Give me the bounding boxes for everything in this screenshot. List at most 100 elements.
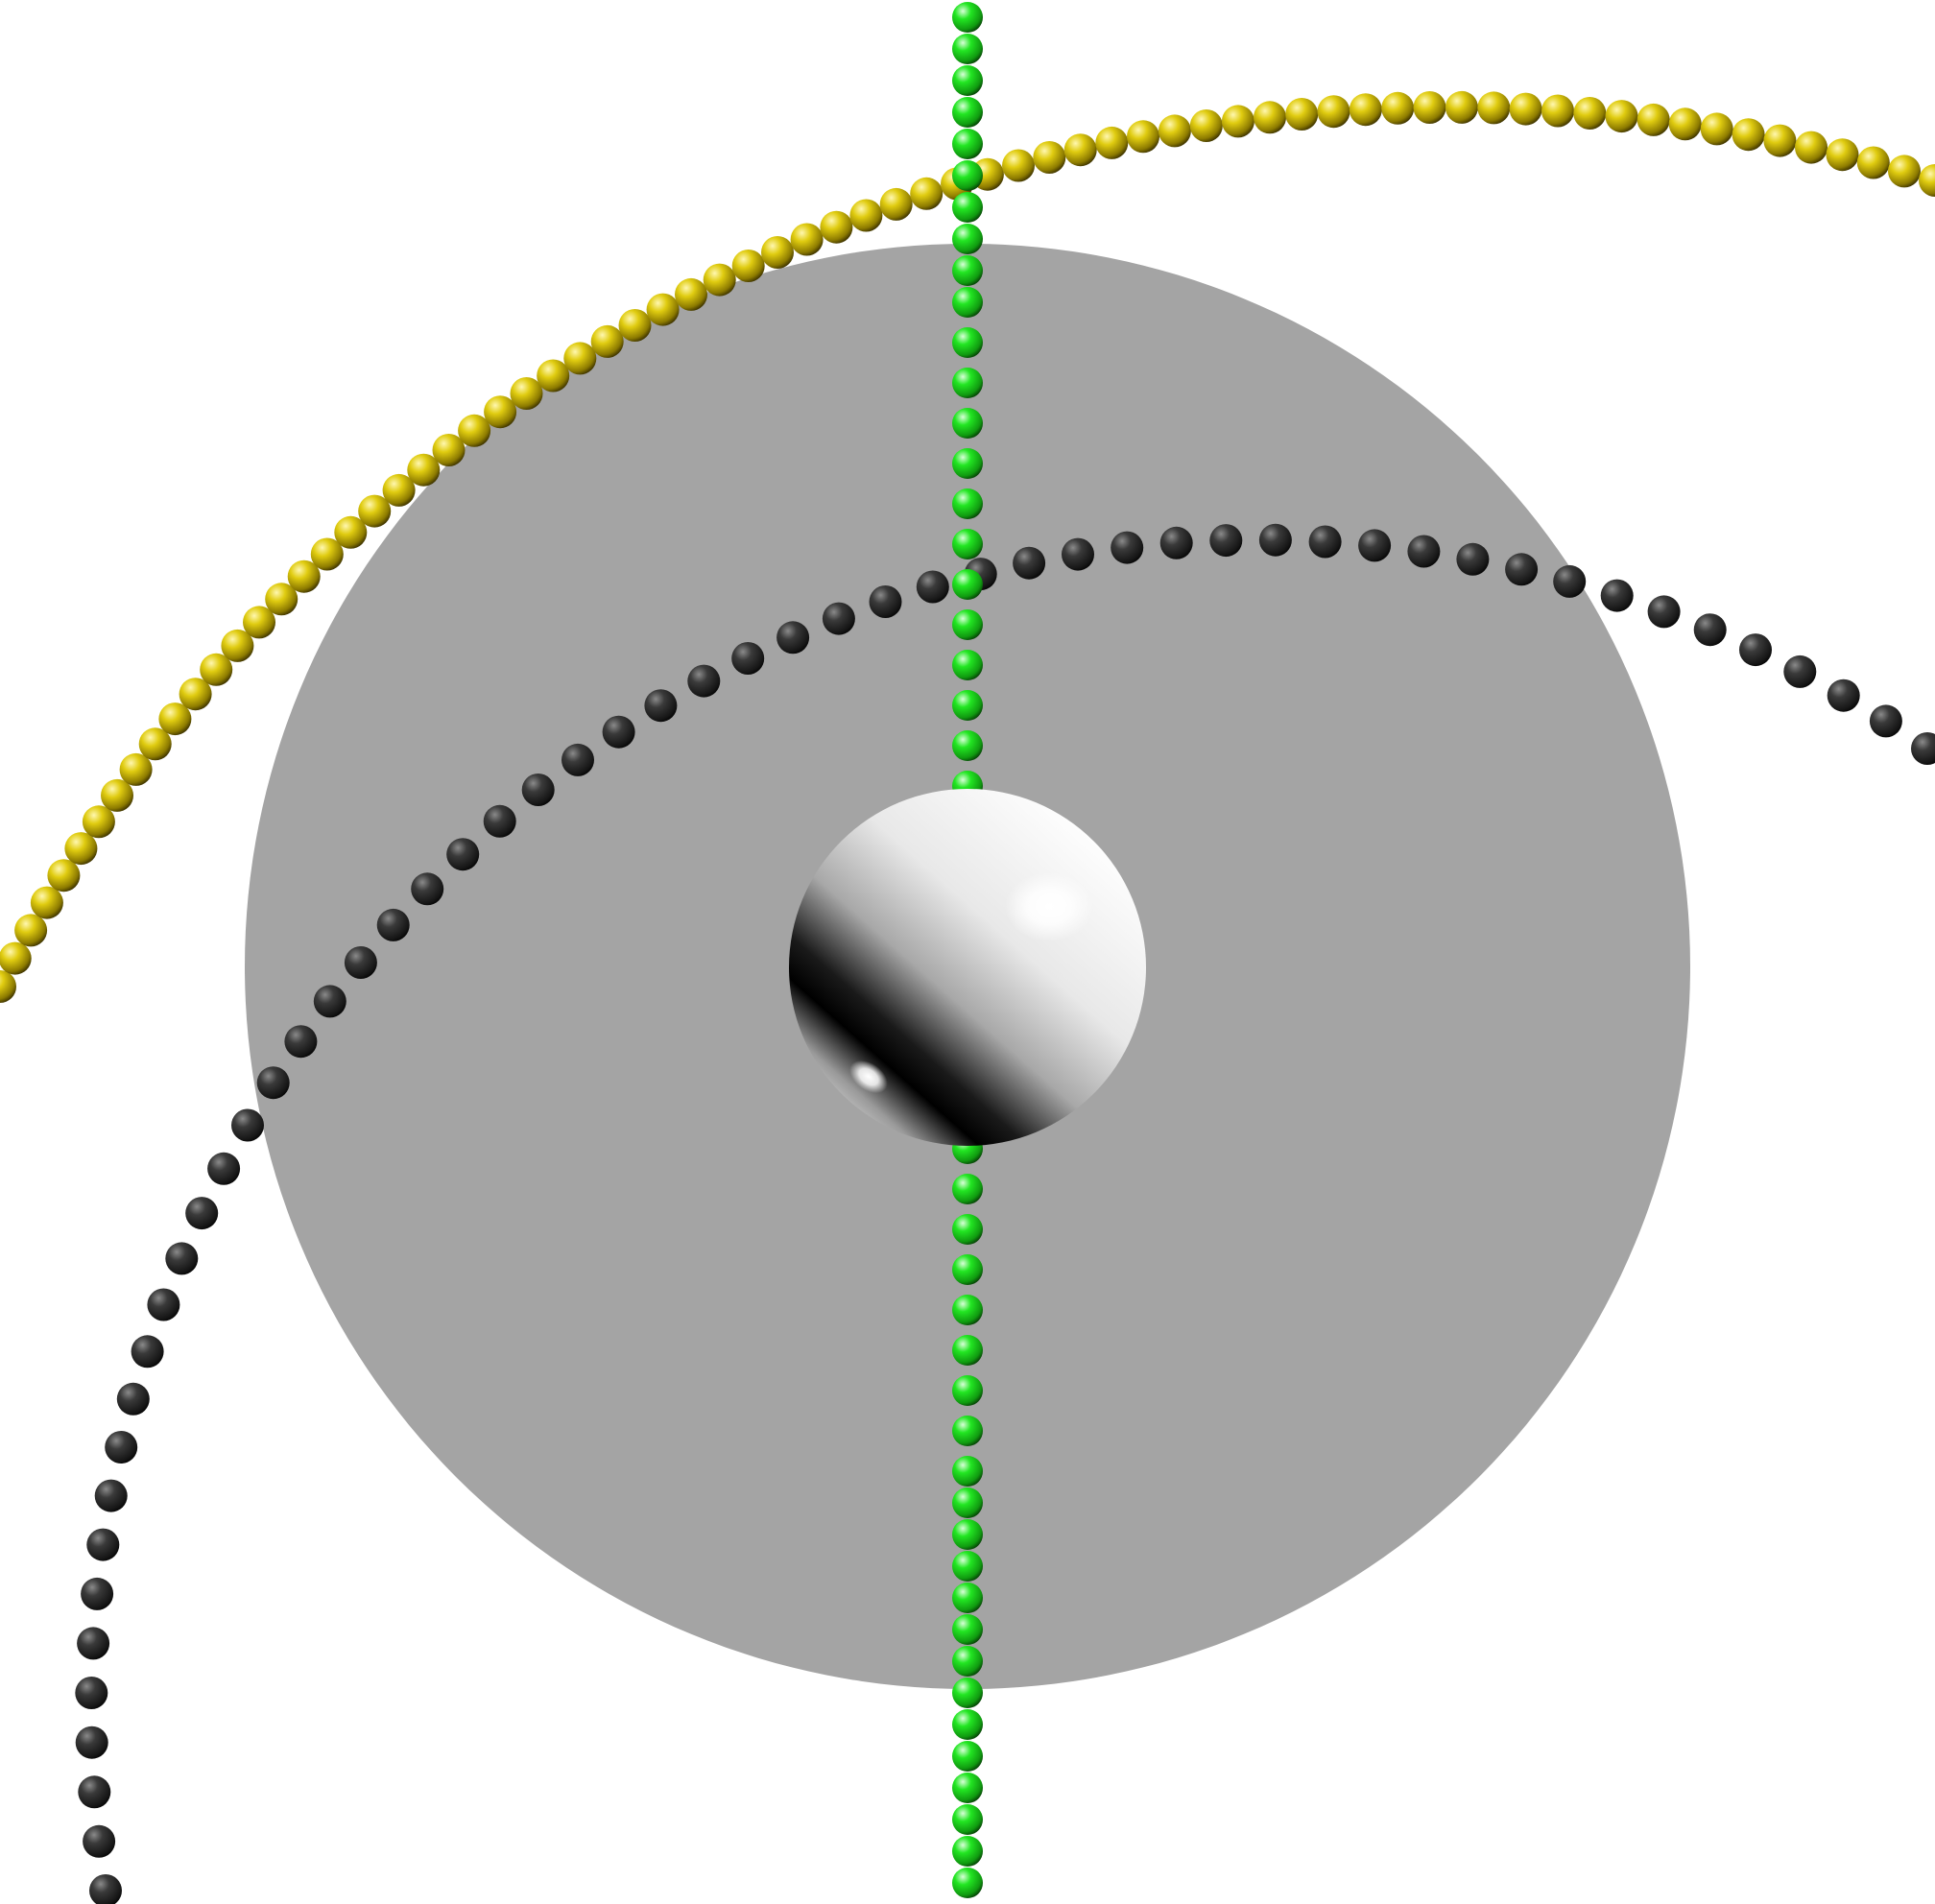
black-bead [822, 602, 855, 635]
black-bead [75, 1726, 108, 1759]
yellow-bead [119, 752, 153, 786]
black-bead [1911, 732, 1935, 765]
yellow-bead [334, 515, 368, 549]
black-bead [207, 1152, 241, 1185]
black-bead [1013, 546, 1046, 580]
black-bead [776, 621, 810, 654]
black-bead [731, 642, 765, 675]
black-bead [1456, 542, 1490, 576]
green-bead [952, 1646, 983, 1677]
green-bead [952, 34, 983, 64]
black-bead [1159, 526, 1193, 559]
yellow-bead [1636, 103, 1670, 136]
yellow-bead [1732, 118, 1765, 152]
green-bead [952, 1551, 983, 1582]
black-bead [916, 570, 949, 604]
black-bead [644, 689, 678, 723]
yellow-bead [200, 653, 233, 686]
yellow-bead [138, 727, 172, 761]
black-bead [1827, 678, 1860, 712]
sphere-highlight [1005, 872, 1093, 941]
yellow-bead [243, 606, 275, 639]
black-bead [1258, 523, 1292, 557]
sphere-reflection [849, 1059, 888, 1094]
green-bead [952, 1375, 983, 1406]
green-bead [952, 529, 983, 559]
yellow-bead [221, 629, 254, 662]
green-bead [952, 1804, 983, 1835]
yellow-bead [1317, 95, 1350, 129]
yellow-bead [101, 778, 133, 812]
yellow-bead [287, 559, 321, 593]
black-bead [1407, 535, 1441, 568]
yellow-bead [265, 583, 299, 616]
yellow-bead [675, 277, 707, 311]
yellow-bead [0, 941, 32, 975]
black-bead [231, 1108, 264, 1142]
black-bead [1553, 564, 1587, 598]
yellow-bead [790, 223, 824, 256]
green-bead [952, 1456, 983, 1487]
black-bead [81, 1577, 114, 1610]
yellow-bead [407, 453, 441, 487]
yellow-bead [1254, 101, 1286, 134]
yellow-bead [646, 293, 680, 326]
green-bead [952, 1488, 983, 1518]
green-bead [952, 730, 983, 761]
black-bead [165, 1242, 199, 1275]
green-bead [952, 160, 983, 191]
yellow-bead [879, 187, 913, 221]
green-bead [952, 1519, 983, 1550]
yellow-bead [47, 859, 81, 892]
yellow-bead-chain [0, 90, 1935, 1003]
black-bead [1739, 633, 1772, 667]
black-bead [1358, 529, 1392, 562]
black-bead [1111, 531, 1144, 564]
black-bead [78, 1775, 111, 1809]
black-bead [411, 872, 444, 906]
yellow-bead [820, 210, 853, 244]
black-bead [313, 985, 346, 1018]
yellow-bead [179, 678, 212, 711]
green-bead [952, 255, 983, 286]
black-bead [116, 1382, 150, 1416]
yellow-bead [1221, 105, 1254, 138]
green-bead [952, 129, 983, 159]
black-bead [89, 1874, 122, 1904]
black-bead [94, 1479, 128, 1512]
yellow-bead [1063, 133, 1097, 167]
yellow-bead [14, 914, 48, 947]
green-bead [952, 1678, 983, 1708]
green-bead [952, 1773, 983, 1803]
yellow-bead [458, 414, 491, 447]
yellow-bead [484, 395, 517, 429]
black-bead [1308, 525, 1342, 559]
green-bead [952, 192, 983, 223]
yellow-bead [910, 177, 944, 210]
green-bead [952, 448, 983, 479]
yellow-bead [510, 377, 543, 410]
green-bead [952, 1741, 983, 1772]
yellow-bead [1002, 149, 1035, 182]
yellow-bead [1509, 92, 1542, 126]
green-bead [952, 1416, 983, 1446]
yellow-bead [703, 263, 736, 297]
black-bead [687, 664, 721, 698]
black-bead-chain [75, 523, 1935, 1904]
black-bead [483, 804, 516, 838]
black-bead [521, 774, 555, 806]
yellow-bead [563, 342, 597, 375]
yellow-bead [358, 494, 392, 528]
yellow-bead [30, 886, 63, 919]
black-bead [256, 1066, 290, 1100]
yellow-bead [1477, 91, 1511, 125]
black-bead [1647, 595, 1681, 629]
green-bead [952, 368, 983, 398]
green-bead [952, 690, 983, 721]
green-bead [952, 569, 983, 600]
yellow-bead [1826, 138, 1859, 172]
black-bead [1505, 553, 1539, 586]
yellow-bead [1795, 131, 1828, 164]
green-bead [952, 488, 983, 519]
